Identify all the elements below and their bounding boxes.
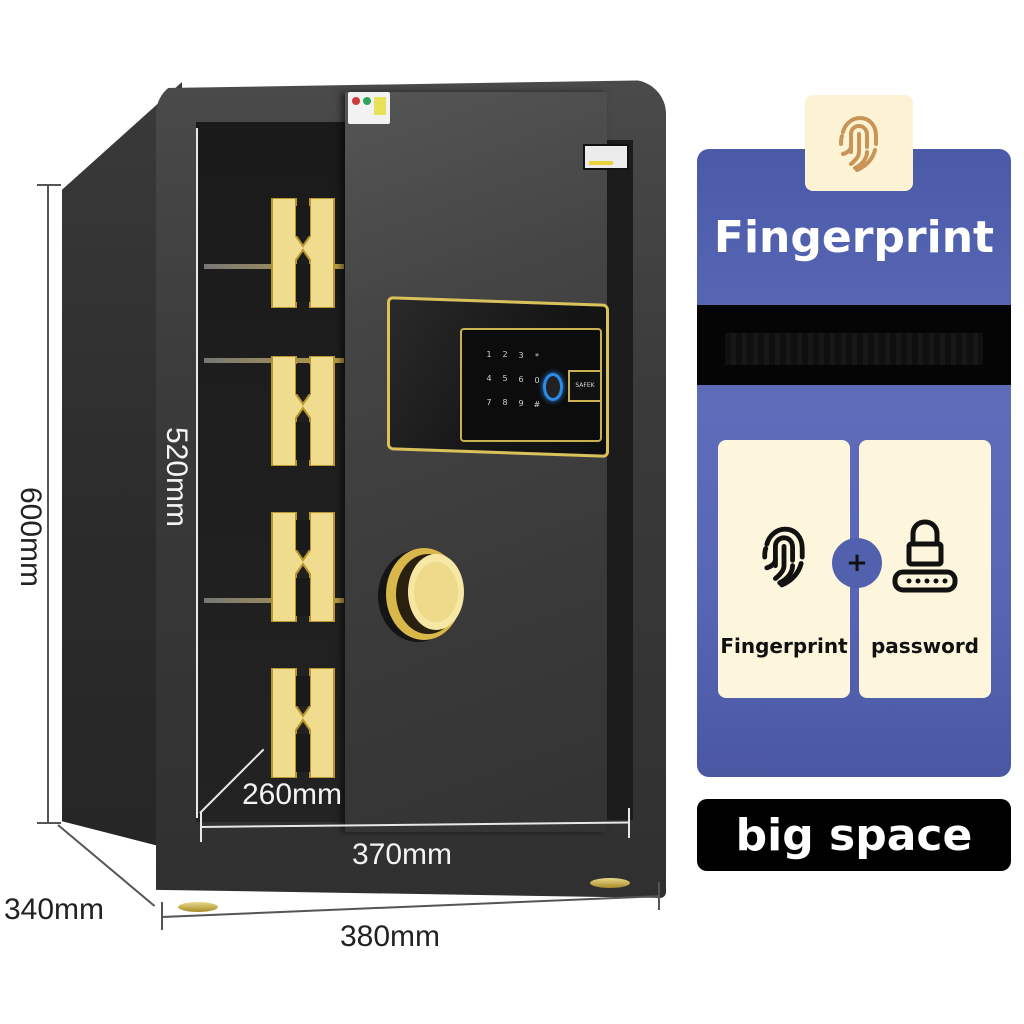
keypad-key: 5 — [502, 374, 508, 383]
plus-icon: + — [832, 538, 882, 588]
locking-bolt-icon — [268, 511, 338, 623]
method-label: password — [870, 634, 980, 658]
locking-bolt-icon — [268, 355, 338, 467]
dimension-line-outer-width — [161, 895, 660, 918]
locking-bolt-icon — [268, 197, 338, 309]
keypad-key: 8 — [502, 398, 508, 407]
redacted-caption-bar — [697, 305, 1011, 385]
fingerprint-icon — [762, 526, 805, 588]
big-space-banner: big space — [697, 799, 1011, 871]
fingerprint-reader-icon — [543, 373, 563, 401]
dimension-tick — [200, 812, 202, 842]
outer-width-label: 380mm — [340, 920, 441, 953]
keypad-key: 9 — [518, 399, 524, 408]
brand-plate: SAFEK — [568, 370, 602, 402]
locking-bolt-icon — [268, 667, 338, 779]
dimension-tick — [37, 184, 61, 186]
outer-height-label: 600mm — [14, 486, 47, 588]
keypad-key: 0 — [534, 376, 540, 385]
dimension-line-height — [47, 184, 49, 824]
method-card-fingerprint: Fingerprint — [718, 440, 850, 698]
safe-foot — [178, 902, 218, 912]
keypad-key: 6 — [518, 375, 524, 384]
keypad-key: * — [535, 352, 539, 361]
dimension-line-inner-height — [196, 128, 198, 818]
dimension-tick — [628, 808, 630, 838]
padlock-password-icon — [892, 519, 958, 593]
brand-sticker — [583, 144, 629, 170]
fingerprint-badge — [805, 95, 913, 191]
inner-height-label: 520mm — [160, 426, 193, 528]
dimension-tick — [161, 902, 163, 930]
keypad-key: 3 — [518, 351, 524, 360]
safe-door — [345, 92, 607, 832]
outer-depth-label: 340mm — [4, 893, 105, 926]
handle-knob-icon — [372, 542, 476, 646]
keypad-key: 2 — [502, 350, 508, 359]
keypad-key: 7 — [486, 398, 492, 407]
keypad-key: 1 — [486, 350, 492, 359]
dimension-tick — [37, 822, 61, 824]
method-label: Fingerprint — [720, 634, 848, 658]
blurred-text — [725, 333, 983, 365]
inner-depth-label: 260mm — [242, 778, 343, 811]
feature-title: Fingerprint — [713, 212, 995, 263]
inner-width-label: 370mm — [352, 838, 453, 871]
keypad-key: # — [533, 400, 541, 409]
fingerprint-icon — [839, 115, 878, 172]
certification-sticker — [348, 92, 390, 124]
dimension-tick — [658, 882, 660, 910]
safe-foot — [590, 878, 630, 888]
keypad-key: 4 — [486, 374, 492, 383]
